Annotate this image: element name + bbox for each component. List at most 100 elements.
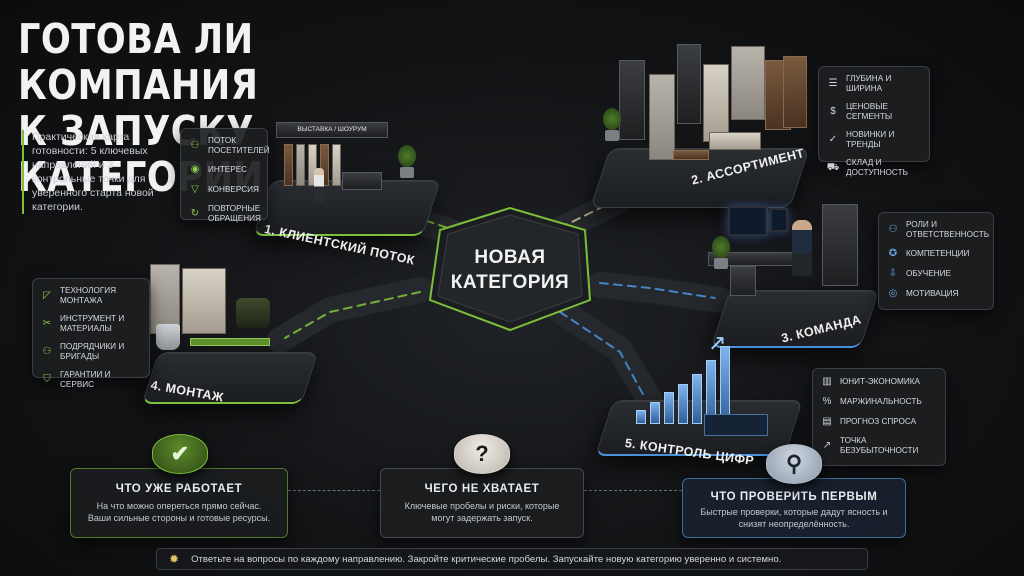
- list-item: ▽ КОНВЕРСИЯ: [189, 184, 259, 196]
- sample-panel: [320, 144, 329, 186]
- checkpoint-title: ЧЕГО НЕ ХВАТАЕТ: [424, 483, 540, 495]
- bar-block: [650, 402, 660, 424]
- team-icon: ⚇: [42, 346, 52, 357]
- title-line-1: ГОТОВА ЛИ КОМПАНИЯ: [18, 15, 259, 109]
- list-item: ▥ ЮНИТ-ЭКОНОМИКА: [821, 376, 937, 388]
- item-text: КОНВЕРСИЯ: [208, 185, 259, 194]
- item-text: ЦЕНОВЫЕ СЕГМЕНТЫ: [846, 102, 893, 121]
- list-item: ↻ ПОВТОРНЫЕ ОБРАЩЕНИЯ: [189, 204, 261, 224]
- ruler-icon: ◸: [43, 290, 51, 301]
- stone-slab: [649, 74, 675, 160]
- card-installation: ◸ ТЕХНОЛОГИЯ МОНТАЖА ✂ ИНСТРУМЕНТ И МАТЕРИ…: [32, 278, 150, 389]
- drill: [236, 298, 270, 328]
- item-text: СКЛАД И ДОСТУПНОСТЬ: [846, 158, 908, 177]
- plant-pot: [714, 258, 728, 269]
- level-tool: [190, 338, 270, 346]
- bar-chart-icon: ▥: [822, 376, 832, 387]
- checkpoint-text: Ключевые пробелы и риски, которые могут …: [404, 501, 560, 523]
- shield-check-icon: ✓: [828, 134, 838, 145]
- footer-tip: ✹ Ответьте на вопросы по каждому направл…: [156, 548, 868, 570]
- checkpoint-works: ЧТО УЖЕ РАБОТАЕТ На что можно опереться …: [70, 468, 288, 538]
- plant-decor: [712, 236, 730, 269]
- report-tablet: [704, 414, 768, 436]
- list-item: ▤ПРОГНОЗ СПРОСА: [821, 416, 937, 428]
- list-item: ☰ ГЛУБИНА И ШИРИНА: [827, 74, 921, 94]
- hub-line-1: НОВАЯ: [474, 247, 546, 268]
- list-item: ⚇ПОТОК ПОСЕТИТЕЛЕЙ: [189, 136, 270, 156]
- list-item: ◉ ИНТЕРЕС: [189, 164, 259, 176]
- bar-block: [664, 392, 674, 424]
- checkpoint-title: ЧТО УЖЕ РАБОТАЕТ: [115, 483, 243, 495]
- item-text: ГАРАНТИИ И СЕРВИС: [60, 370, 111, 389]
- hub-label: НОВАЯ КАТЕГОРИЯ: [425, 245, 595, 295]
- item-text: ТЕХНОЛОГИЯ МОНТАЖА: [60, 286, 117, 305]
- list-item: ⇩ОБУЧЕНИЕ: [887, 268, 985, 280]
- plant-pot: [605, 130, 619, 141]
- tools-icon: ✂: [42, 318, 52, 329]
- repeat-icon: ↻: [190, 208, 200, 219]
- item-text: МОТИВАЦИЯ: [906, 289, 959, 298]
- plant-leaves: [398, 145, 416, 167]
- tile-stack: [673, 150, 709, 160]
- stone-slab: [731, 46, 765, 120]
- shield-icon: ⛉: [43, 374, 51, 385]
- list-item: %МАРЖИНАЛЬНОСТЬ: [821, 396, 937, 408]
- sample-panel: [308, 144, 317, 186]
- list-item: ⛉ ГАРАНТИИ И СЕРВИС: [41, 370, 141, 390]
- list-item: ⚇ПОДРЯДЧИКИ И БРИГАДЫ: [41, 342, 141, 362]
- item-text: ЮНИТ-ЭКОНОМИКА: [840, 377, 920, 386]
- list-item: ✂ ИНСТРУМЕНТ И МАТЕРИАЛЫ: [41, 314, 141, 334]
- list-item: ✓НОВИНКИ И ТРЕНДЫ: [827, 130, 921, 150]
- checkpoint-check-first: ЧТО ПРОВЕРИТЬ ПЕРВЫМ Быстрые проверки, к…: [682, 478, 906, 538]
- checkpoint-text: На что можно опереться прямо сейчас. Ваш…: [87, 501, 271, 523]
- lightbulb-icon: ✹: [169, 552, 180, 566]
- wood-slab: [783, 56, 807, 128]
- target-icon: ◎: [888, 288, 898, 299]
- assortment-scene: [615, 44, 815, 164]
- numbers-scene: ↗: [620, 330, 790, 440]
- display-table: [342, 172, 382, 190]
- hub-line-2: КАТЕГОРИЯ: [450, 272, 570, 293]
- item-text: ГЛУБИНА И ШИРИНА: [846, 74, 892, 93]
- list-item: $ЦЕНОВЫЕ СЕГМЕНТЫ: [827, 102, 921, 122]
- bar-block: [720, 346, 730, 424]
- sample-panel: [296, 144, 305, 186]
- eye-icon: ◉: [190, 164, 200, 175]
- showroom-sign: ВЫСТАВКА / ШОУРУМ: [276, 122, 388, 138]
- list-item: ✪КОМПЕТЕНЦИИ: [887, 248, 985, 260]
- worker-figure: [792, 220, 812, 276]
- sample-panel: [332, 144, 341, 186]
- tile-stack: [709, 132, 761, 150]
- item-text: ИНСТРУМЕНТ И МАТЕРИАЛЫ: [60, 314, 125, 333]
- stone-slab: [703, 64, 729, 142]
- magnifier-icon: ⚲: [766, 444, 822, 484]
- item-text: ОБУЧЕНИЕ: [906, 269, 951, 278]
- checkpoint-missing: ЧЕГО НЕ ХВАТАЕТ Ключевые пробелы и риски…: [380, 468, 584, 538]
- card-team: ⚇РОЛИ И ОТВЕТСТВЕННОСТЬ ✪КОМПЕТЕНЦИИ ⇩ОБ…: [878, 212, 994, 310]
- list-item: ⛟СКЛАД И ДОСТУПНОСТЬ: [827, 158, 921, 178]
- showroom-scene: ВЫСТАВКА / ШОУРУМ: [276, 122, 396, 202]
- page-subtitle: Практическая карта готовности: 5 ключевы…: [22, 130, 172, 214]
- percent-icon: %: [822, 396, 832, 407]
- connector-dash: [584, 490, 682, 491]
- plant-leaves: [603, 108, 621, 130]
- item-text: ИНТЕРЕС: [208, 165, 248, 174]
- sample-panel: [284, 144, 293, 186]
- wall-panel: [150, 264, 180, 334]
- checklist-icon: ☰: [828, 78, 838, 89]
- question-icon: ?: [454, 434, 510, 474]
- item-text: ПОВТОРНЫЕ ОБРАЩЕНИЯ: [208, 204, 261, 223]
- item-text: КОМПЕТЕНЦИИ: [906, 249, 970, 258]
- forecast-icon: ▤: [822, 416, 832, 427]
- bar-block: [636, 410, 646, 424]
- plant-leaves: [712, 236, 730, 258]
- bar-block: [678, 384, 688, 424]
- card-assortment: ☰ ГЛУБИНА И ШИРИНА $ЦЕНОВЫЕ СЕГМЕНТЫ ✓НОВ…: [818, 66, 930, 177]
- list-item: ↗ТОЧКА БЕЗУБЫТОЧНОСТИ: [821, 436, 937, 456]
- funnel-icon: ▽: [191, 184, 199, 195]
- list-item: ◸ ТЕХНОЛОГИЯ МОНТАЖА: [41, 286, 141, 306]
- installation-scene: [150, 258, 300, 368]
- plant-pot: [400, 167, 414, 178]
- connector-dash: [288, 490, 380, 491]
